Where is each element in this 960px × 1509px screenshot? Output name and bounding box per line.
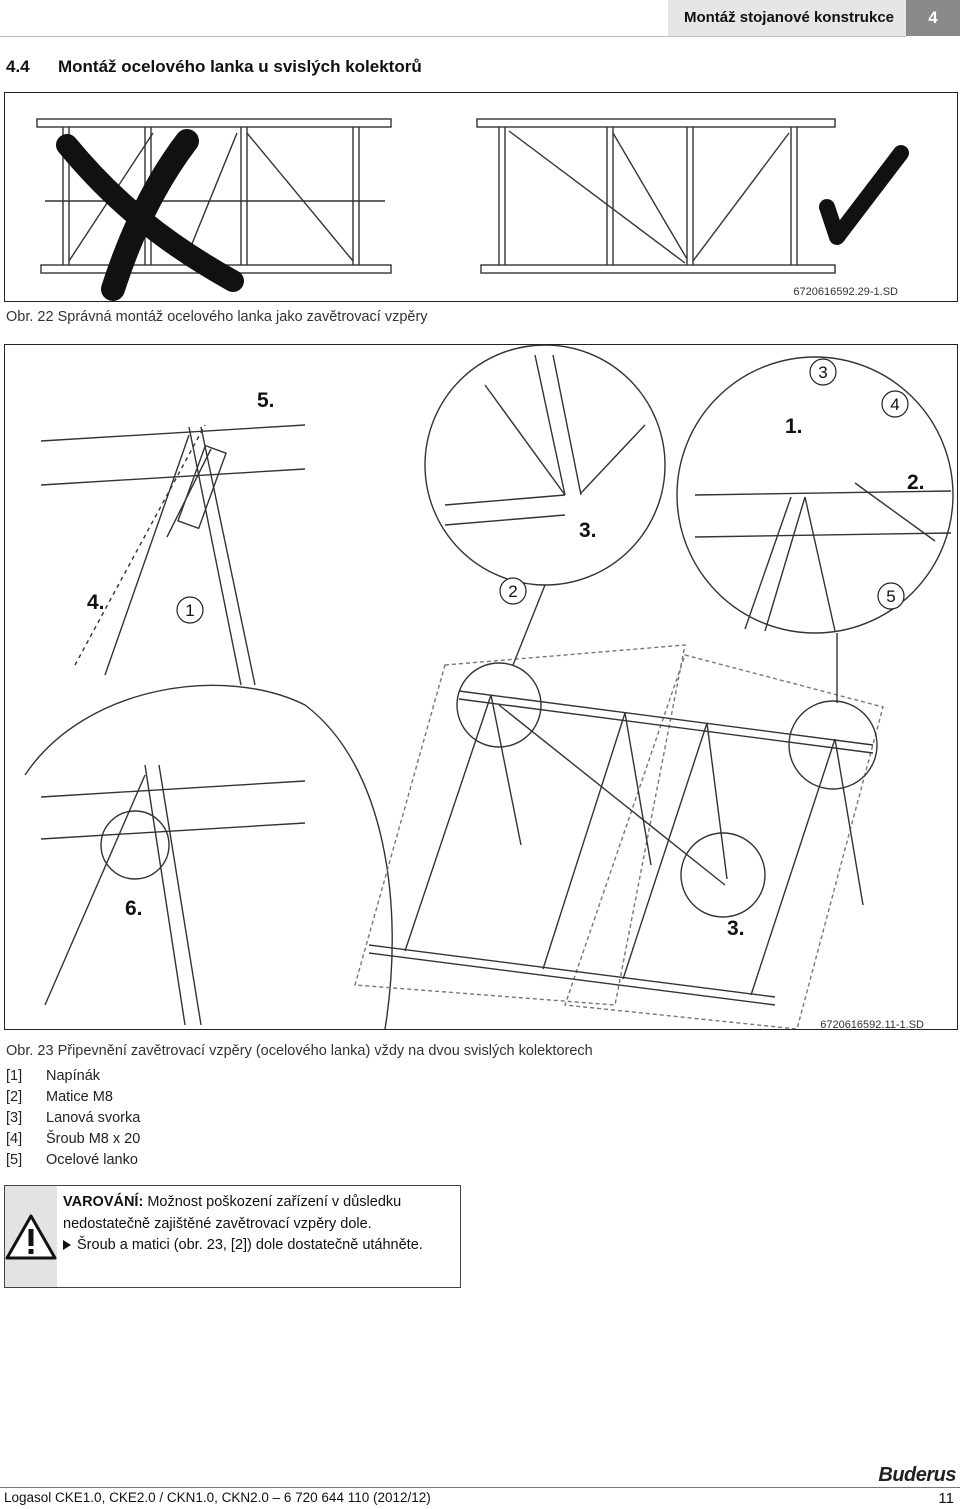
page-number: 11 xyxy=(938,1490,954,1507)
section-number: 4.4 xyxy=(6,57,30,76)
step-label-1: 1. xyxy=(785,415,803,438)
figure-22-caption: Obr. 22 Správná montáž ocelového lanka j… xyxy=(6,309,428,325)
warning-box: VAROVÁNÍ: Možnost poškození zařízení v d… xyxy=(4,1185,461,1288)
legend-item: [2] Matice M8 xyxy=(6,1087,140,1108)
section-title: Montáž ocelového lanka u svislých kolekt… xyxy=(58,57,422,76)
legend-key: [2] xyxy=(6,1089,23,1105)
figure-22-code: 6720616592.29-1.SD xyxy=(793,286,898,298)
legend-item: [5] Ocelové lanko xyxy=(6,1150,140,1171)
figure-22-drawing xyxy=(36,118,909,301)
legend-text: Ocelové lanko xyxy=(46,1152,138,1168)
step-label-3-main: 3. xyxy=(727,917,745,940)
section-heading: 4.4 Montáž ocelového lanka u svislých kol… xyxy=(6,57,422,77)
figure-23-caption: Obr. 23 Připevnění zavětrovací vzpěry (o… xyxy=(6,1043,593,1059)
warning-text: VAROVÁNÍ: Možnost poškození zařízení v d… xyxy=(57,1186,460,1287)
page-header: Montáž stojanové konstrukce 4 xyxy=(0,0,960,37)
brand-logo: Buderus xyxy=(878,1464,956,1486)
bullet-arrow-icon xyxy=(63,1240,71,1251)
callout-3: 3 xyxy=(818,363,827,382)
footer-rule xyxy=(0,1487,960,1488)
figure-23: 5. 4. 3. 1. 2. 6. 3. 1 2 3 4 5 xyxy=(4,344,958,1030)
legend-text: Matice M8 xyxy=(46,1089,113,1105)
footer-document-id: Logasol CKE1.0, CKE2.0 / CKN1.0, CKN2.0 … xyxy=(4,1490,431,1505)
figure-23-drawing: 5. 4. 3. 1. 2. 6. 3. 1 2 3 4 5 xyxy=(24,345,954,1029)
legend-key: [4] xyxy=(6,1131,23,1147)
step-label-5: 5. xyxy=(257,389,275,412)
warning-icon xyxy=(5,1186,57,1287)
warning-label: VAROVÁNÍ: xyxy=(63,1194,144,1210)
legend-text: Lanová svorka xyxy=(46,1110,141,1126)
chapter-number: 4 xyxy=(906,0,960,36)
step-label-3-inset: 3. xyxy=(579,519,597,542)
callout-1: 1 xyxy=(185,601,194,620)
legend-text: Napínák xyxy=(46,1068,101,1084)
legend-key: [3] xyxy=(6,1110,23,1126)
figure-23-code: 6720616592.11-1.SD xyxy=(820,1019,924,1031)
chapter-title: Montáž stojanové konstrukce xyxy=(667,0,906,36)
callout-4: 4 xyxy=(890,395,899,414)
step-label-4: 4. xyxy=(87,591,105,614)
legend-item: [3] Lanová svorka xyxy=(6,1108,140,1129)
legend-item: [1] Napínák xyxy=(6,1066,140,1087)
warning-instruction: Šroub a matici (obr. 23, [2]) dole dosta… xyxy=(77,1237,423,1253)
legend-key: [1] xyxy=(6,1068,23,1084)
legend-item: [4] Šroub M8 x 20 xyxy=(6,1129,140,1150)
warning-message: Možnost poškození zařízení v důsledku ne… xyxy=(63,1194,402,1232)
legend-text: Šroub M8 x 20 xyxy=(46,1131,141,1147)
figure-23-legend: [1] Napínák [2] Matice M8 [3] Lanová svorka… xyxy=(6,1066,140,1171)
step-label-6: 6. xyxy=(125,897,143,920)
header-rule xyxy=(0,36,906,37)
figure-22 xyxy=(4,92,958,302)
callout-5: 5 xyxy=(886,587,895,606)
callout-2: 2 xyxy=(508,582,517,601)
legend-key: [5] xyxy=(6,1152,23,1168)
step-label-2: 2. xyxy=(907,471,925,494)
